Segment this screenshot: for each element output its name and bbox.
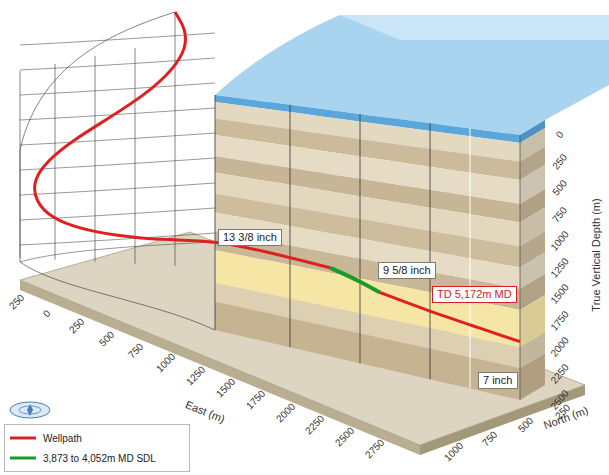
label-text: 2000 <box>274 400 298 424</box>
label-text: 1500 <box>214 376 238 400</box>
label-text: 1500 <box>548 282 571 306</box>
legend-line-sample <box>9 434 37 442</box>
label-text: 1750 <box>244 388 268 412</box>
label-text: 9 5/8 inch <box>383 264 431 276</box>
label-text: 250 <box>550 151 569 171</box>
label-text: 13 3/8 inch <box>223 231 277 243</box>
strata <box>215 95 545 400</box>
east-tick: 1750 <box>244 389 267 412</box>
label-text: 500 <box>96 328 116 348</box>
label-text: 750 <box>550 204 569 224</box>
legend-entry: Wellpath <box>9 428 185 448</box>
legend-text: 3,873 to 4,052m MD SDL <box>43 453 156 464</box>
label-text: 500 <box>550 178 569 198</box>
east-tick: 2000 <box>274 401 297 424</box>
casing-label: TD 5,172m MD <box>432 286 517 303</box>
axis-title: East (m) <box>184 399 227 425</box>
stratum-band <box>215 302 520 400</box>
east-tick: 500 <box>97 329 116 348</box>
compass-icon <box>10 402 50 418</box>
grid-line <box>430 123 431 379</box>
casing-label: 9 5/8 inch <box>378 262 436 279</box>
north-tick: 500 <box>517 416 536 435</box>
wellpath <box>35 12 520 342</box>
wireframe <box>20 12 215 330</box>
label-text: TD 5,172m MD <box>437 288 512 300</box>
casing-label: 7 inch <box>478 372 518 389</box>
label-text: 1250 <box>548 255 571 279</box>
legend-entry: 3,873 to 4,052m MD SDL <box>9 448 185 468</box>
label-text: True Vertical Depth (m) <box>590 198 602 311</box>
label-text: 1750 <box>548 308 571 332</box>
tvd-tick: 1250 <box>549 256 571 279</box>
east-tick: 250 <box>67 317 86 336</box>
east-tick: 2750 <box>364 438 387 461</box>
tvd-tick: 500 <box>551 178 569 197</box>
tvd-tick: 2000 <box>549 335 571 358</box>
north-tick: 750 <box>481 429 500 448</box>
tvd-tick: 750 <box>551 205 569 224</box>
label-text: 2750 <box>363 437 387 461</box>
east-tick: 1250 <box>185 364 208 387</box>
tvd-tick: 1750 <box>549 309 571 332</box>
east-tick: 2250 <box>304 413 327 436</box>
label-text: East (m) <box>184 398 227 425</box>
tvd-tick: 1500 <box>549 282 571 305</box>
grid-line <box>215 95 216 330</box>
east-tick: 1000 <box>155 352 178 375</box>
label-text: 2500 <box>333 425 357 449</box>
label-text: 1000 <box>548 229 571 253</box>
label-text: 7 inch <box>483 374 512 386</box>
grid-line <box>470 128 471 388</box>
label-text: 2250 <box>303 413 327 437</box>
casing-label: 13 3/8 inch <box>218 229 282 246</box>
tvd-tick: 0 <box>554 130 565 141</box>
label-text: 1250 <box>184 363 208 387</box>
east-tick: 750 <box>127 342 146 361</box>
label-text: 1000 <box>154 351 178 375</box>
label-text: 0 <box>554 129 566 140</box>
grid-line <box>520 135 521 400</box>
grid-line <box>290 105 291 347</box>
east-tick: 1500 <box>215 376 238 399</box>
label-text: 2000 <box>548 335 571 359</box>
legend: Wellpath 3,873 to 4,052m MD SDL <box>4 424 190 472</box>
stratum-side <box>520 353 545 400</box>
label-text: 250 <box>67 316 87 336</box>
sea-surface <box>340 15 609 40</box>
east-tick: 250 <box>8 292 27 311</box>
legend-text: Wellpath <box>43 433 82 444</box>
legend-line-sample <box>9 454 37 462</box>
label-text: 750 <box>126 341 146 361</box>
tvd-tick: 250 <box>551 152 569 171</box>
tvd-tick: 1000 <box>549 229 571 252</box>
east-tick: 2500 <box>334 426 357 449</box>
label-text: 0 <box>41 308 53 320</box>
axis-title: True Vertical Depth (m) <box>591 198 602 311</box>
east-tick: 0 <box>41 308 52 319</box>
label-text: 250 <box>7 292 27 312</box>
grid-line <box>360 114 361 363</box>
